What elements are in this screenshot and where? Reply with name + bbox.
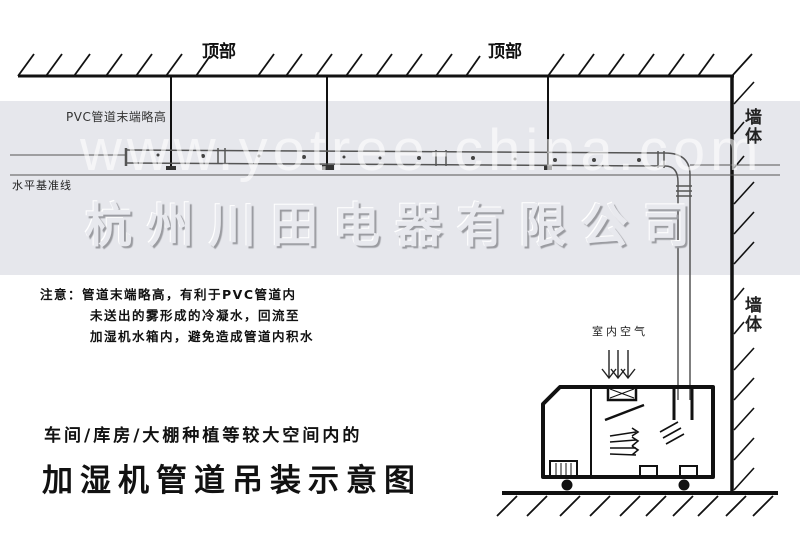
horizontal-reference-lines	[10, 154, 780, 176]
ceiling	[17, 53, 753, 78]
horizontal-baseline-label: 水平基准线	[12, 179, 72, 192]
watermark-band	[0, 101, 800, 275]
watermark-url: www.yotree-china.com	[80, 118, 764, 183]
watermark-company: 杭州川田电器有限公司	[85, 199, 705, 254]
pvc-end-raised-label: PVC管道末端略高	[66, 110, 167, 124]
humidifier	[541, 385, 715, 491]
hanger-clamps	[166, 165, 552, 170]
wall-label-upper: 墙体	[741, 108, 761, 146]
diagram-title: 加湿机管道吊装示意图	[42, 463, 422, 499]
installation-note: 注意：管道末端略高，有利于PVC管道内 未送出的雾形成的冷凝水，回流至 加湿机水…	[40, 284, 314, 347]
pipe-dots	[156, 153, 641, 162]
note-line-3: 加湿机水箱内，避免造成管道内积水	[90, 329, 315, 344]
wall-label-lower: 墙体	[741, 296, 761, 334]
ceiling-label-right: 顶部	[488, 42, 522, 62]
air-intake-arrows	[601, 350, 636, 380]
diagram-subtitle: 车间/库房/大棚种植等较大空间内的	[44, 426, 363, 446]
wall	[730, 76, 755, 492]
note-line-1: 注意：管道末端略高，有利于PVC管道内	[40, 287, 297, 302]
pvc-pipe	[124, 148, 692, 400]
indoor-air-label: 室内空气	[592, 325, 648, 338]
floor	[496, 491, 778, 517]
note-line-2: 未送出的雾形成的冷凝水，回流至	[90, 308, 301, 323]
ceiling-label-left: 顶部	[202, 42, 236, 62]
